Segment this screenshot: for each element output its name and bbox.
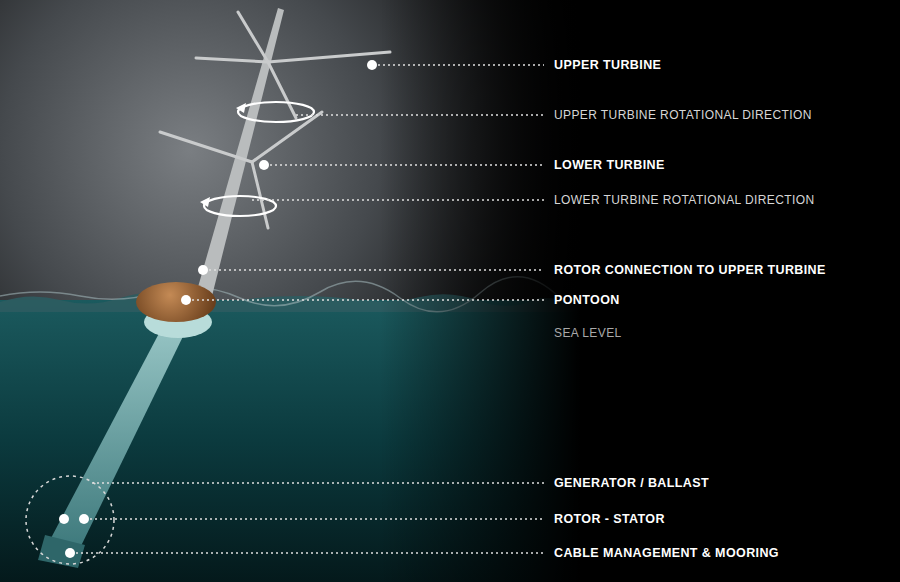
part-label: PONTOON <box>554 292 620 308</box>
part-label: CABLE MANAGEMENT & MOORING <box>554 545 779 561</box>
part-label: LOWER TURBINE ROTATIONAL DIRECTION <box>554 192 815 208</box>
part-label: ROTOR CONNECTION TO UPPER TURBINE <box>554 262 826 278</box>
part-label: GENERATOR / BALLAST <box>554 475 709 491</box>
part-label: ROTOR - STATOR <box>554 511 665 527</box>
part-label: UPPER TURBINE ROTATIONAL DIRECTION <box>554 107 812 123</box>
part-label: LOWER TURBINE <box>554 157 665 173</box>
part-label: UPPER TURBINE <box>554 57 661 73</box>
part-label: SEA LEVEL <box>554 325 622 341</box>
